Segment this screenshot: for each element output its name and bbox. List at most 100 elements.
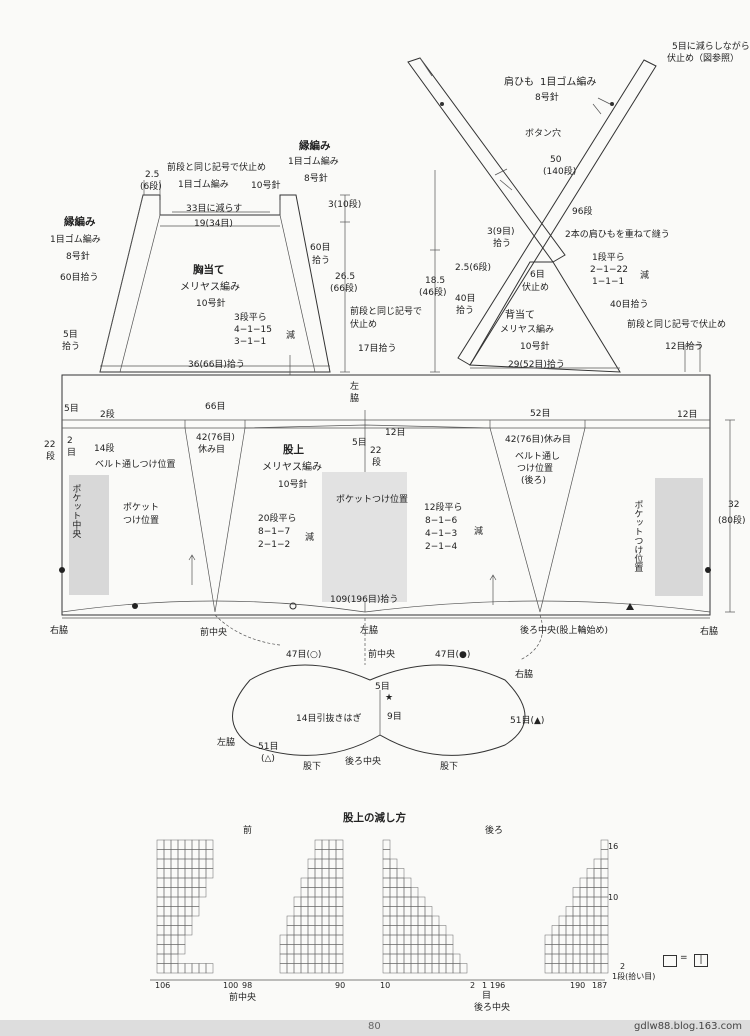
chart-cell xyxy=(551,944,560,955)
chart-n98: 98 xyxy=(242,981,253,990)
decrease-chart-grids xyxy=(156,839,609,974)
chart-cell xyxy=(417,963,426,974)
chart-cell xyxy=(551,953,560,964)
strap-title: 肩ひも xyxy=(504,77,534,88)
chart-cell xyxy=(593,915,602,926)
chart-cell xyxy=(321,896,330,907)
chart-n2: 2 xyxy=(470,981,476,990)
chart-cell xyxy=(335,915,344,926)
chart-cell xyxy=(438,934,447,945)
strap-dec-head: 1段平ら xyxy=(592,253,625,263)
chart-cell xyxy=(314,934,323,945)
chart-cell xyxy=(593,877,602,888)
strap-pick-6b: 伏止め xyxy=(522,283,550,293)
body-height-rows: (80段) xyxy=(718,516,746,526)
chart-cell xyxy=(314,953,323,964)
chart-cell xyxy=(579,953,588,964)
chart-cell xyxy=(389,906,398,917)
strap-3: 3(9目) xyxy=(487,227,515,237)
chart-cell xyxy=(335,934,344,945)
chart-back: 後ろ xyxy=(485,826,504,836)
chart-cell xyxy=(314,963,323,974)
crotch-left-side: 左脇 xyxy=(217,738,236,748)
chart-cell xyxy=(286,934,295,945)
chart-cell xyxy=(572,963,581,974)
chart-cell xyxy=(198,839,207,850)
chart-cell xyxy=(177,915,186,926)
crotch-leg-l: 股下 xyxy=(303,762,322,772)
strap-pick-40: 40目 xyxy=(455,294,476,304)
chart-cell xyxy=(403,934,412,945)
body-dec-l-1: 8−1−7 xyxy=(258,527,291,537)
chart-cell xyxy=(572,925,581,936)
chart-cell xyxy=(184,839,193,850)
chart-cell xyxy=(586,934,595,945)
body-height: 32 xyxy=(728,500,740,510)
chart-cell xyxy=(184,868,193,879)
chart-cell xyxy=(198,963,207,974)
crotch-st-9: 9目 xyxy=(387,712,402,722)
crotch-51a: 51目(▲) xyxy=(510,716,545,726)
body-rows-22: 22 xyxy=(44,440,56,450)
chart-cell xyxy=(328,963,337,974)
chart-cell xyxy=(417,896,426,907)
chart-cell xyxy=(438,944,447,955)
chart-front: 前 xyxy=(243,826,253,836)
chart-cell xyxy=(191,839,200,850)
bib-edge-needle: 8号針 xyxy=(304,174,328,184)
chart-cell xyxy=(177,934,186,945)
chart-cell xyxy=(396,868,405,879)
chart-cell xyxy=(593,858,602,869)
chart-cell xyxy=(314,839,323,850)
chart-cell xyxy=(382,915,391,926)
chart-cell xyxy=(551,934,560,945)
chart-n190: 190 xyxy=(570,981,586,990)
chart-cell xyxy=(156,944,165,955)
chart-cell xyxy=(382,944,391,955)
body-rows-2b: 2 xyxy=(67,436,73,446)
bib-top-width: 2.5 xyxy=(145,170,160,180)
chart-cell xyxy=(586,944,595,955)
chart-cell xyxy=(593,896,602,907)
strap-dec-1: 2−1−22 xyxy=(590,265,628,275)
chart-cell xyxy=(300,953,309,964)
chart-cell xyxy=(389,896,398,907)
body-dec-l-head: 20段平ら xyxy=(258,514,297,524)
chart-cell xyxy=(565,953,574,964)
chart-cell xyxy=(586,887,595,898)
body-rows-22b: 段 xyxy=(46,452,56,462)
chart-cell xyxy=(191,858,200,869)
chart-cell xyxy=(424,906,433,917)
chart-cell xyxy=(558,963,567,974)
chart-cell xyxy=(156,839,165,850)
chart-cell xyxy=(565,915,574,926)
page-number: 80 xyxy=(368,1021,381,1032)
chart-cell xyxy=(410,906,419,917)
chart-cell xyxy=(163,858,172,869)
crotch-st-5: 5目 xyxy=(375,682,390,692)
chart-cell xyxy=(335,953,344,964)
chart-cell xyxy=(307,963,316,974)
body-st-66: 66目 xyxy=(205,402,226,412)
top-right-note: 5目に減らしながら xyxy=(672,42,750,52)
bib-dec-head: 3段平ら xyxy=(234,313,267,323)
chart-cell xyxy=(156,877,165,888)
chart-cell xyxy=(410,925,419,936)
chart-cell xyxy=(321,953,330,964)
chart-cell xyxy=(321,877,330,888)
back-outline xyxy=(469,261,701,373)
chart-cell xyxy=(579,906,588,917)
back-stitch: メリヤス編み xyxy=(500,325,555,335)
chart-cell xyxy=(286,915,295,926)
chart-cell xyxy=(579,963,588,974)
chart-cell xyxy=(177,896,186,907)
body-st-12: 12目 xyxy=(385,428,406,438)
bib-bottom: 36(66目)拾う xyxy=(188,360,245,370)
body-needle: 10号針 xyxy=(278,480,308,490)
chart-cell xyxy=(279,953,288,964)
chart-cell xyxy=(328,944,337,955)
chart-cell xyxy=(177,849,186,860)
strap-length-rows: (140段) xyxy=(543,167,577,177)
crotch-back-center: 後ろ中央 xyxy=(345,757,382,767)
